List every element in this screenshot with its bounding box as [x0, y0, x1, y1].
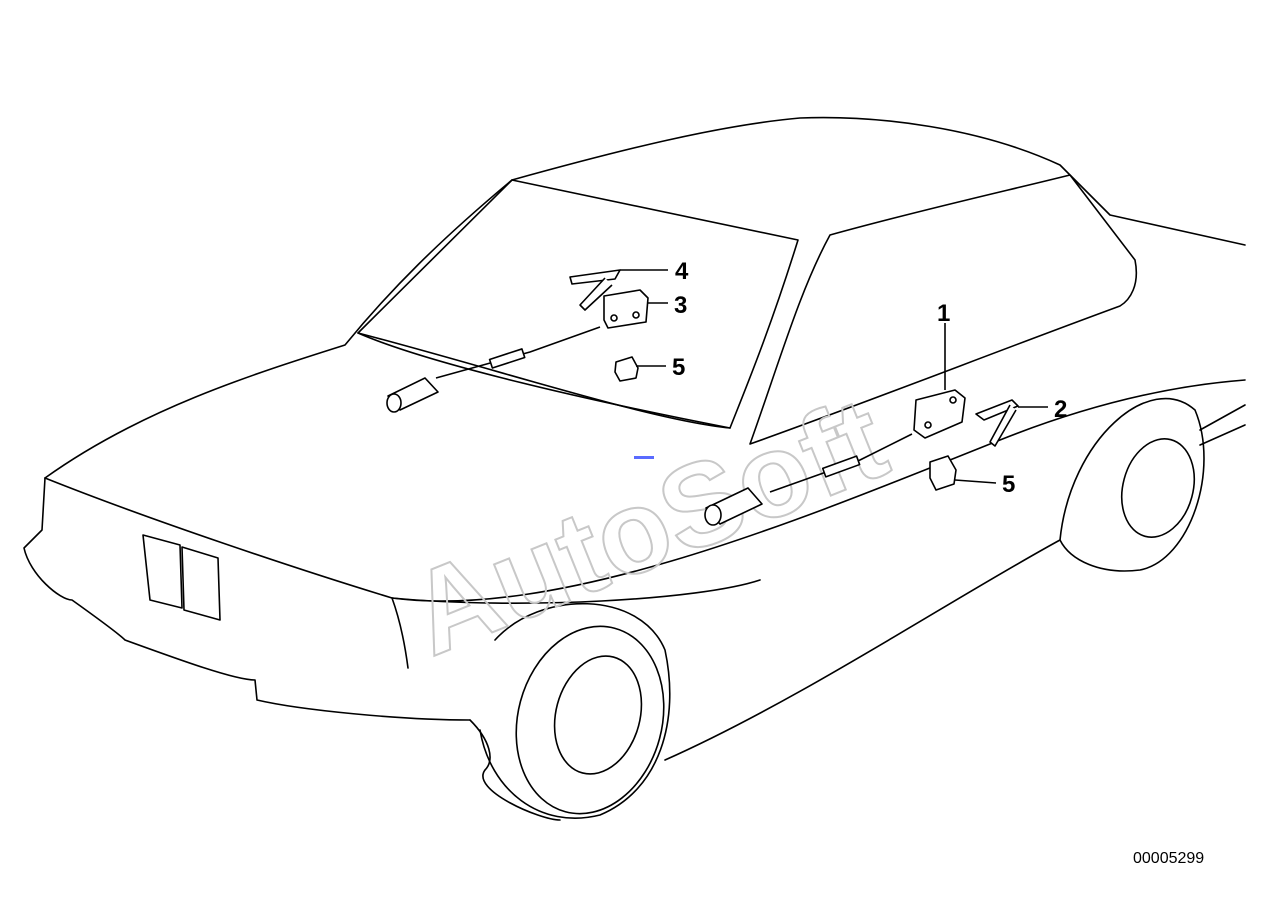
- leader-lines: [620, 269, 1048, 484]
- rear-wheel-hub: [1121, 438, 1195, 538]
- part-5-clip-rear: [929, 455, 957, 491]
- part-1-actuator: [913, 389, 966, 439]
- part-1-bolt-1: [924, 421, 932, 429]
- fender-edge: [391, 597, 409, 669]
- grille-left: [142, 534, 183, 609]
- callout-1: 1: [937, 300, 950, 327]
- shoulder-line: [44, 379, 1246, 602]
- rocker-line: [664, 539, 1061, 761]
- windshield: [357, 179, 799, 429]
- part-3-actuator: [603, 289, 649, 329]
- part-5-clip-front: [614, 356, 639, 382]
- blue-marker: [634, 456, 654, 459]
- callout-5-front: 5: [672, 354, 685, 381]
- autosoft-watermark: AutoSoft: [391, 371, 904, 682]
- part-2-bracket: [975, 399, 1019, 421]
- callout-2: 2: [1054, 396, 1067, 423]
- rear-quarter: [1199, 404, 1246, 446]
- rear-lock-assembly: [704, 389, 1019, 526]
- rear-tire: [1059, 397, 1205, 572]
- grille-right: [181, 546, 221, 621]
- front-bumper: [23, 477, 471, 721]
- car-outline: [23, 116, 1246, 821]
- svg-text:AutoSoft: AutoSoft: [392, 372, 903, 681]
- front-skirt: [469, 719, 561, 821]
- callout-3: 3: [674, 292, 687, 319]
- roof-line: [511, 116, 1246, 246]
- part-1-bolt-2: [949, 396, 957, 404]
- part-2-leg: [989, 404, 1017, 447]
- rear-lock-face: [704, 504, 722, 526]
- side-window: [749, 174, 1138, 445]
- part-4-leg: [579, 277, 613, 311]
- front-wheel-hub: [553, 655, 643, 775]
- part-3-bolt-1: [610, 314, 618, 322]
- front-cable: [435, 326, 601, 379]
- rear-cable-sleeve: [821, 455, 861, 478]
- hood-edge: [44, 179, 513, 479]
- callout-4: 4: [675, 258, 689, 285]
- front-lock-face: [386, 393, 402, 413]
- rear-cable: [769, 433, 913, 493]
- front-wheel-arch: [479, 602, 671, 819]
- part-3-bolt-2: [632, 311, 640, 319]
- cowl-line: [357, 332, 731, 429]
- front-cable-sleeve: [488, 348, 526, 369]
- document-number: 00005299: [1133, 850, 1204, 867]
- callout-5-rear: 5: [1002, 471, 1015, 498]
- leader-5b: [954, 479, 997, 484]
- front-lock-assembly: [386, 269, 649, 413]
- front-tire: [515, 625, 665, 815]
- door-line: [391, 579, 761, 604]
- part-4-bracket: [569, 269, 621, 285]
